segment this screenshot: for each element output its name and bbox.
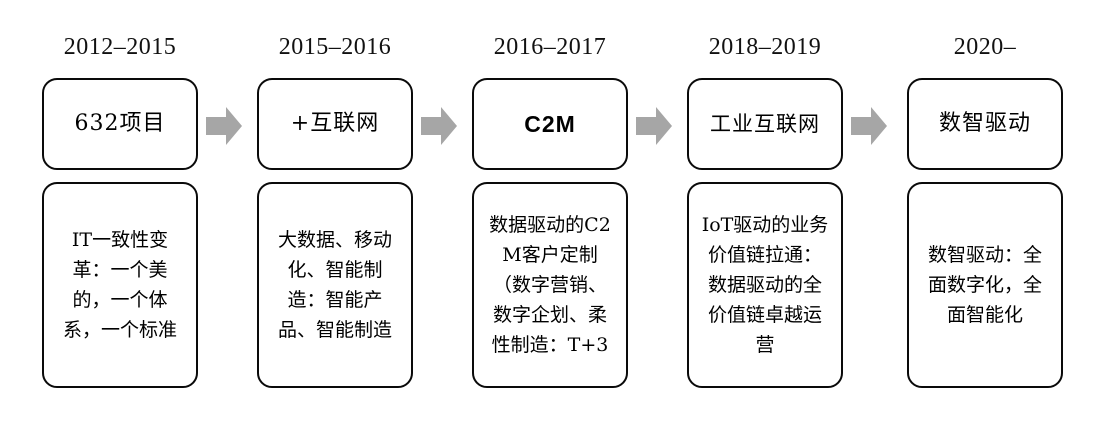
year-label-2: 2015–2016	[278, 34, 392, 60]
stage-description-box-2[interactable]: 大数据、移动化、智能制造：智能产品、智能制造	[257, 182, 413, 388]
timeline-column-3: 2016–2017 C2M 数据驱动的C2M客户定制（数字营销、数字企划、柔性制…	[466, 0, 634, 432]
stage-title-text-2: +互联网	[290, 111, 380, 136]
stage-description-text-1: IT一致性变革：一个美的，一个体系，一个标准	[62, 229, 177, 341]
timeline-column-4: 2018–2019 工业互联网 IoT驱动的业务价值链拉通：数据驱动的全价值链卓…	[681, 0, 849, 432]
flow-arrow-right-icon-2	[421, 106, 457, 146]
stage-title-box-5[interactable]: 数智驱动	[907, 78, 1063, 170]
stage-title-text-4: 工业互联网	[710, 112, 820, 136]
stage-description-text-5: 数智驱动：全面数字化，全面智能化	[927, 244, 1042, 326]
year-label-3: 2016–2017	[493, 34, 607, 60]
stage-title-text-1: 632项目	[74, 111, 166, 136]
stage-title-box-3[interactable]: C2M	[472, 78, 628, 170]
stage-description-box-1[interactable]: IT一致性变革：一个美的，一个体系，一个标准	[42, 182, 198, 388]
stage-title-text-5: 数智驱动	[938, 111, 1031, 136]
stage-title-box-1[interactable]: 632项目	[42, 78, 198, 170]
stage-description-box-3[interactable]: 数据驱动的C2M客户定制（数字营销、数字企划、柔性制造：T+3	[472, 182, 628, 388]
flow-arrow-right-icon-3	[636, 106, 672, 146]
year-label-5: 2020–	[953, 34, 1017, 60]
flow-arrow-right-icon-4	[851, 106, 887, 146]
stage-title-box-2[interactable]: +互联网	[257, 78, 413, 170]
stage-description-text-4: IoT驱动的业务价值链拉通：数据驱动的全价值链卓越运营	[701, 214, 829, 356]
flow-arrow-right-icon-1	[206, 106, 242, 146]
stage-description-box-5[interactable]: 数智驱动：全面数字化，全面智能化	[907, 182, 1063, 388]
stage-description-text-3: 数据驱动的C2M客户定制（数字营销、数字企划、柔性制造：T+3	[489, 214, 611, 356]
stage-title-box-4[interactable]: 工业互联网	[687, 78, 843, 170]
timeline-column-5: 2020– 数智驱动 数智驱动：全面数字化，全面智能化	[901, 0, 1069, 432]
stage-description-box-4[interactable]: IoT驱动的业务价值链拉通：数据驱动的全价值链卓越运营	[687, 182, 843, 388]
year-label-1: 2012–2015	[63, 34, 177, 60]
timeline-column-2: 2015–2016 +互联网 大数据、移动化、智能制造：智能产品、智能制造	[251, 0, 419, 432]
year-label-4: 2018–2019	[708, 34, 822, 60]
timeline-column-1: 2012–2015 632项目 IT一致性变革：一个美的，一个体系，一个标准	[36, 0, 204, 432]
stage-description-text-2: 大数据、移动化、智能制造：智能产品、智能制造	[277, 229, 392, 341]
stage-title-text-3: C2M	[524, 111, 576, 137]
